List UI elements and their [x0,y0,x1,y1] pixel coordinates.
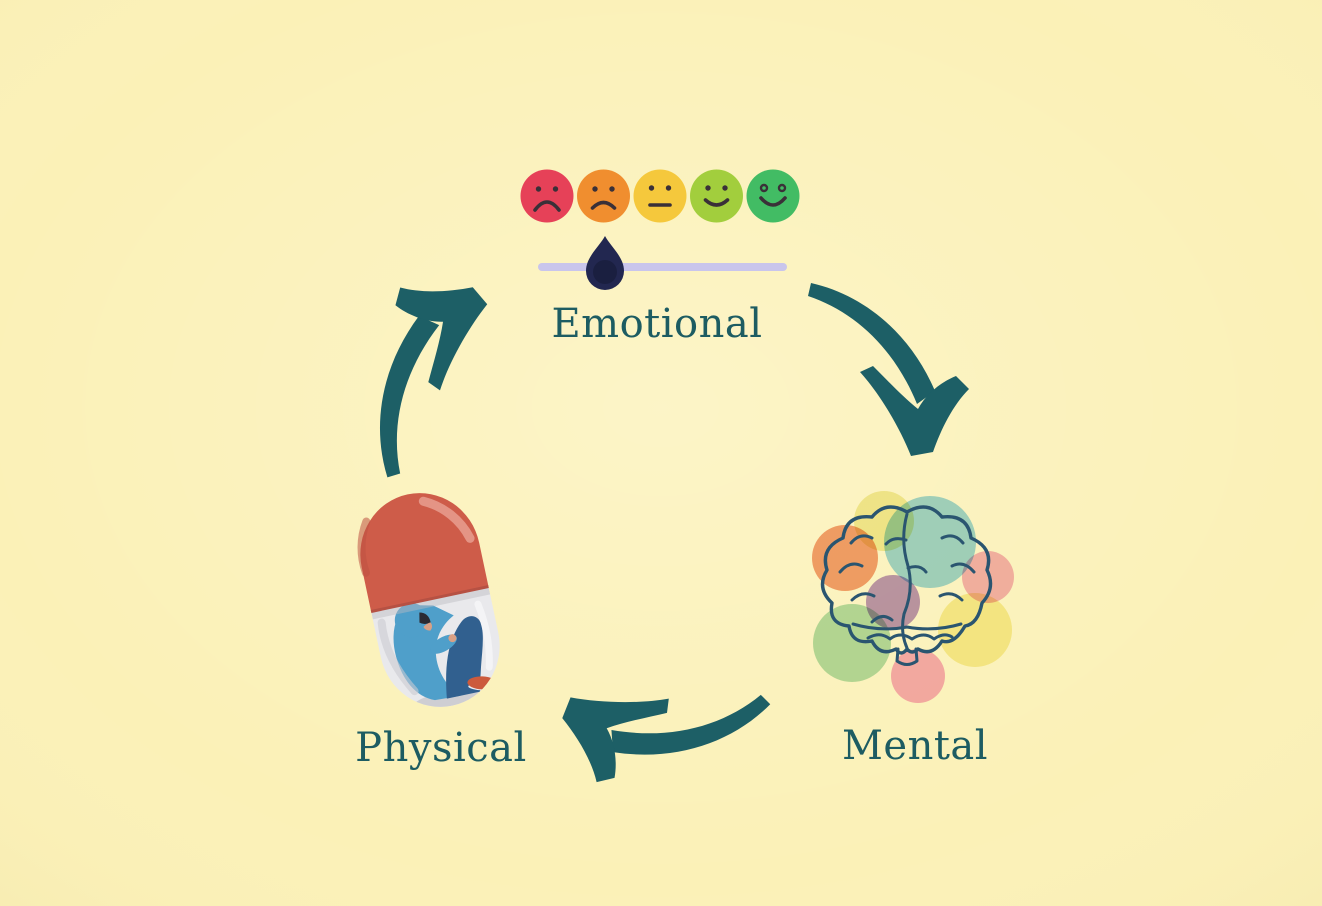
mood-face-happy-icon [690,169,743,223]
face-eyes [592,186,615,192]
face-eyes [648,185,672,191]
person-hood [394,603,429,638]
brain-outline [820,505,993,666]
brain-spot-pink-bottom [891,649,945,703]
face-mouth [759,196,787,207]
mood-face-sad-icon [577,169,630,223]
pill-seam [370,585,489,613]
mood-face-very-sad-icon [520,169,574,223]
pill-left-shading [357,517,371,577]
brain-spot-yellow-bottom [938,593,1012,667]
label-emotional: Emotional [551,301,762,347]
face-eyes [705,185,728,191]
brain-illustration: Mental [812,491,1014,769]
pill-seam-shadow [371,587,491,620]
person-hair [419,612,431,625]
face-mouth [533,200,561,212]
slider-thumb-inner [593,260,617,284]
brain-spot-green [813,604,891,682]
label-mental: Mental [842,723,988,769]
pill-inner-shading [377,618,419,696]
person-face [423,622,433,631]
face-mouth [703,198,730,207]
mood-face-neutral-icon [633,169,687,223]
mood-face-very-happy-icon [746,169,800,223]
pill-glass-highlight [474,600,493,671]
face-eyes [759,183,787,193]
mood-rating-scale: Emotional [520,169,800,347]
brain-spot-orange [812,525,878,591]
face-mouth [590,200,617,210]
mood-slider-thumb[interactable] [586,236,624,290]
label-physical: Physical [355,725,527,771]
pill-highlight [418,496,475,543]
mood-slider-track[interactable] [538,263,787,271]
person-hand [448,634,457,643]
face-eyes [535,186,559,192]
